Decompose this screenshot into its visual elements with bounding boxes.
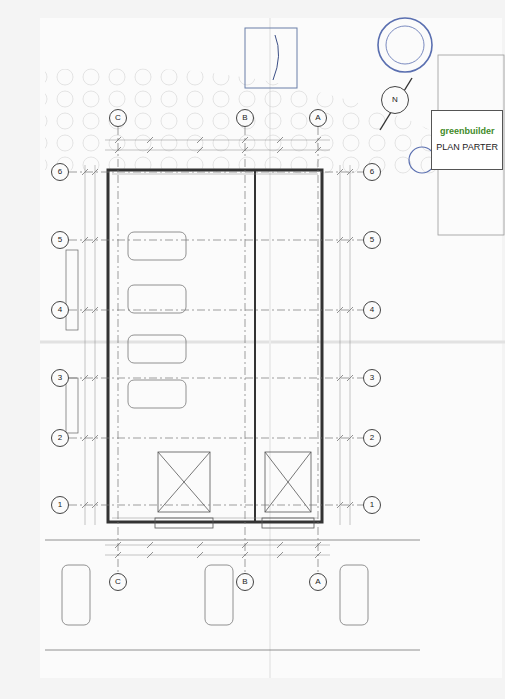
- grid-bubble: 5: [363, 231, 381, 249]
- grid-label: B: [242, 578, 247, 587]
- grid-line: [69, 438, 363, 439]
- grid-bubble: A: [309, 109, 327, 127]
- grid-label: 5: [370, 236, 374, 245]
- grid-bubble: C: [109, 109, 127, 127]
- grid-label: 6: [370, 168, 374, 177]
- grid-label: 2: [58, 434, 62, 443]
- grid-label: A: [315, 578, 320, 587]
- grid-bubble: C: [109, 573, 127, 591]
- title-block: greenbuilderPLAN PARTER: [431, 110, 503, 170]
- grid-line: [69, 505, 363, 506]
- grid-label: 6: [58, 168, 62, 177]
- grid-line: [69, 378, 363, 379]
- grid-bubble: 4: [51, 301, 69, 319]
- grid-bubble: 3: [363, 369, 381, 387]
- grid-bubble: B: [236, 573, 254, 591]
- grid-line: [318, 127, 319, 573]
- grid-label: 4: [370, 306, 374, 315]
- grid-bubble: 1: [51, 496, 69, 514]
- grid-bubble: 2: [51, 429, 69, 447]
- grid-line: [69, 240, 363, 241]
- grid-label: 2: [370, 434, 374, 443]
- grid-label: A: [315, 114, 320, 123]
- grid-label: 4: [58, 306, 62, 315]
- grid-bubble: 1: [363, 496, 381, 514]
- grid-label: B: [242, 114, 247, 123]
- grid-bubble: 6: [363, 163, 381, 181]
- grid-bubble: 4: [363, 301, 381, 319]
- grid-bubble: A: [309, 573, 327, 591]
- grid-bubble: B: [236, 109, 254, 127]
- grid-label: 3: [58, 374, 62, 383]
- grid-line: [245, 127, 246, 573]
- grid-bubble: 6: [51, 163, 69, 181]
- grid-line: [69, 310, 363, 311]
- grid-label: 1: [58, 501, 62, 510]
- grid-label: 5: [58, 236, 62, 245]
- grid-bubble: 2: [363, 429, 381, 447]
- sheet-title: PLAN PARTER: [436, 143, 498, 153]
- grid-label: N: [392, 96, 398, 105]
- grid-line: [69, 172, 363, 173]
- grid-bubble: 3: [51, 369, 69, 387]
- grid-label: 3: [370, 374, 374, 383]
- grid-bubble: 5: [51, 231, 69, 249]
- firm-logo: greenbuilder: [440, 127, 495, 137]
- grid-line: [118, 127, 119, 573]
- north-arrow: N: [381, 86, 409, 114]
- grid-label: C: [115, 114, 121, 123]
- grid-label: C: [115, 578, 121, 587]
- grid-label: 1: [370, 501, 374, 510]
